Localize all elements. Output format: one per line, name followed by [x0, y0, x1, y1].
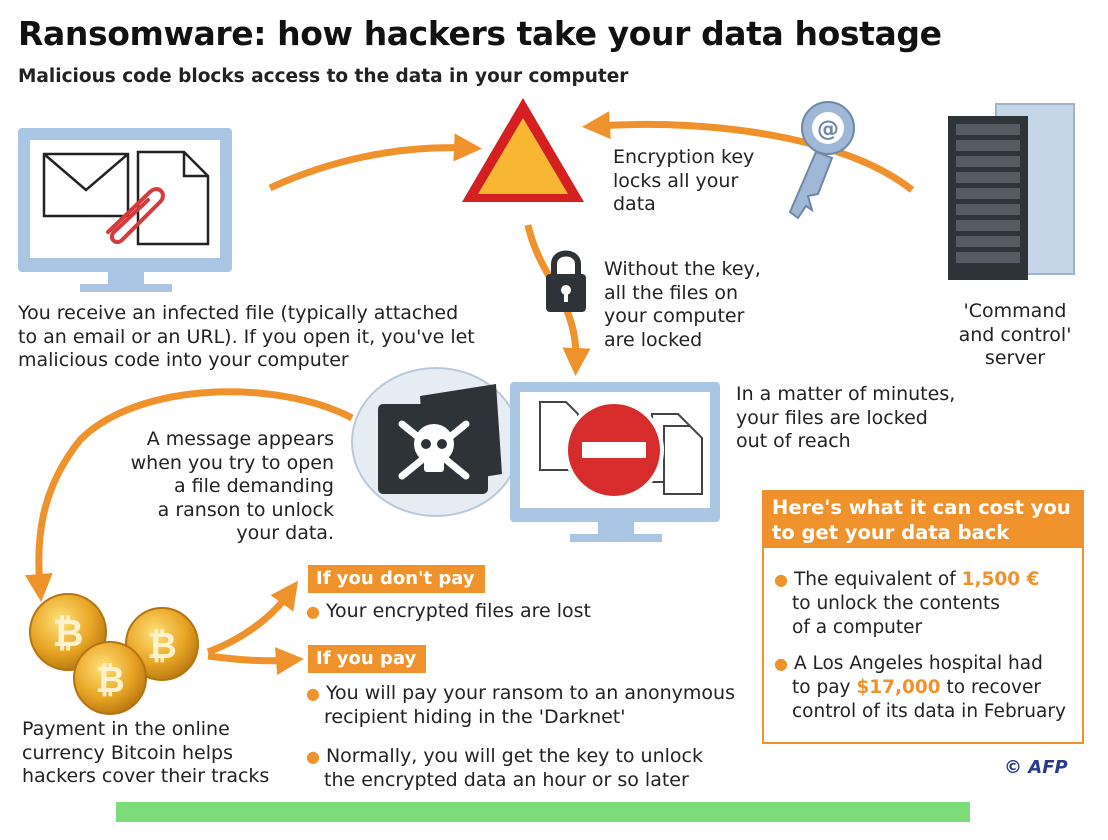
- ransom-message-text: A message appears when you try to open a…: [130, 428, 334, 544]
- minutes-text: In a matter of minutes, your files are l…: [736, 383, 956, 452]
- arrow-computer-to-warning: [268, 133, 482, 192]
- bullet-dot: ●: [774, 570, 788, 589]
- paperclip-icon: [106, 187, 165, 245]
- svg-text:₿: ₿: [95, 660, 124, 701]
- afp-credit: © AFP: [1004, 757, 1068, 778]
- warning-triangle-icon: [462, 98, 584, 202]
- stop-sign-icon: [564, 400, 664, 500]
- without-key-text: Without the key, all the files on your c…: [604, 258, 761, 351]
- list-item: ●A Los Angeles hospital had to pay $17,0…: [774, 653, 1066, 722]
- document-icon: [136, 150, 210, 246]
- bitcoin-text: Payment in the online currency Bitcoin h…: [22, 718, 270, 787]
- bullet-dot: ●: [774, 654, 788, 673]
- bullet-dot: ●: [306, 684, 320, 703]
- dont-pay-list: ●Your encrypted files are lost: [306, 600, 726, 624]
- pay-list: ●You will pay your ransom to an anonymou…: [306, 682, 756, 792]
- envelope-icon: [42, 152, 130, 218]
- bottom-bar: [116, 802, 970, 822]
- key-icon: @: [788, 101, 855, 220]
- server-label: 'Command and control' server: [958, 300, 1072, 369]
- arrow-message-to-bitcoin: [24, 388, 354, 602]
- list-item: ●The equivalent of 1,500 € to unlock the…: [774, 569, 1040, 638]
- padlock-icon: [546, 250, 586, 312]
- bullet-dot: ●: [306, 747, 320, 766]
- dont-pay-label: If you don't pay: [308, 565, 485, 593]
- server-icon: [948, 103, 1075, 280]
- svg-text:₿: ₿: [147, 626, 176, 667]
- encryption-key-text: Encryption key locks all your data: [613, 146, 755, 215]
- arrow-to-pay: [207, 647, 304, 676]
- list-item: ●Normally, you will get the key to unloc…: [306, 745, 703, 791]
- page-title: Ransomware: how hackers take your data h…: [18, 14, 942, 53]
- list-item: ●Your encrypted files are lost: [306, 600, 591, 622]
- bullet-dot: ●: [306, 602, 320, 621]
- bitcoin-coin-icon: ₿ ₿ ₿: [29, 593, 199, 715]
- pay-label: If you pay: [308, 645, 427, 673]
- arrow-server-to-warning: [582, 111, 915, 193]
- infected-file-text: You receive an infected file (typically …: [18, 302, 475, 371]
- cost-box: Here's what it can cost you to get your …: [762, 490, 1084, 744]
- svg-text:₿: ₿: [53, 611, 84, 655]
- cost-box-header: Here's what it can cost you to get your …: [764, 492, 1082, 548]
- svg-text:@: @: [817, 117, 839, 142]
- arrow-to-dont-pay: [206, 580, 299, 656]
- page-subtitle: Malicious code blocks access to the data…: [18, 66, 629, 87]
- list-item: ●You will pay your ransom to an anonymou…: [306, 682, 735, 728]
- skull-icon: [398, 420, 470, 480]
